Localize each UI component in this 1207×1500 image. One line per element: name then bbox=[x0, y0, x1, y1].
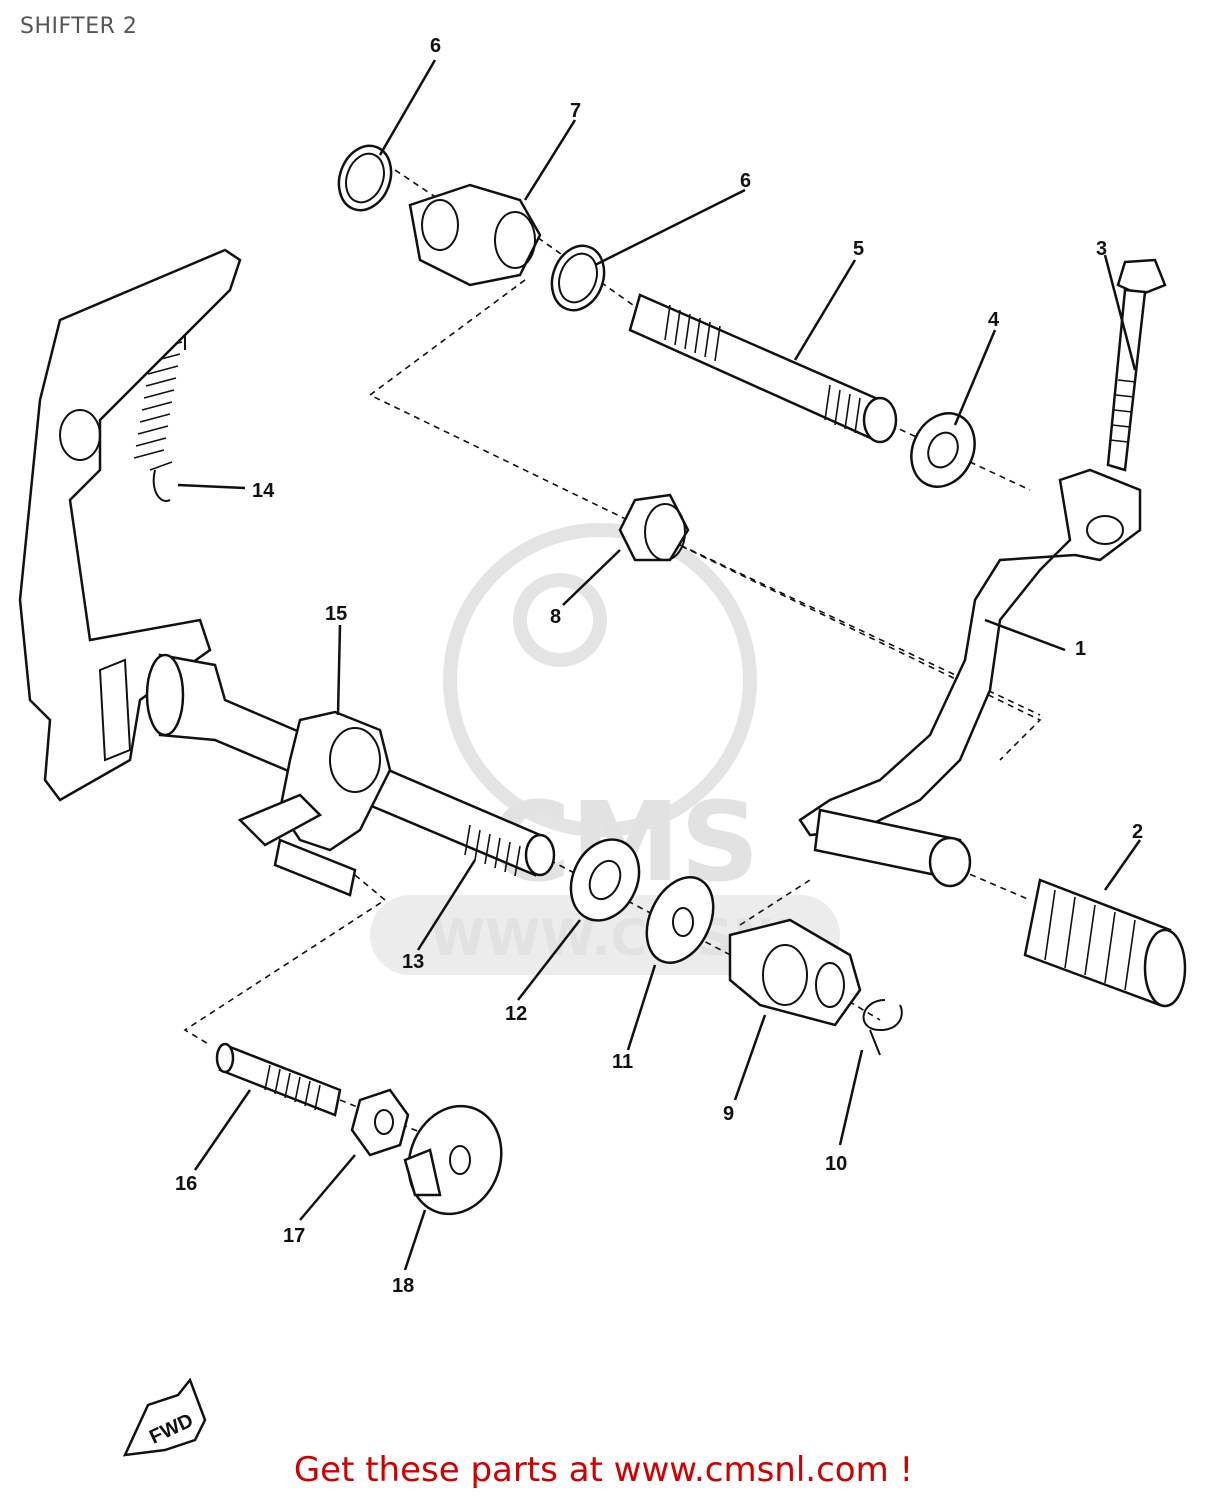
callout-7: 7 bbox=[570, 100, 581, 122]
callouts: 1 2 3 4 5 6 6 7 8 9 10 11 12 13 14 15 16… bbox=[175, 35, 1143, 1297]
assembly-lines bbox=[183, 169, 1042, 1141]
oil-seal-lower bbox=[569, 838, 641, 922]
footer-link-text[interactable]: Get these parts at www.cmsnl.com ! bbox=[293, 1450, 914, 1490]
callout-13: 13 bbox=[402, 951, 424, 973]
link-rod-end bbox=[728, 918, 862, 1027]
circlip-lower bbox=[550, 244, 606, 312]
lock-washer bbox=[403, 1104, 503, 1216]
callout-1: 1 bbox=[1075, 638, 1086, 660]
watermark-mascot-head bbox=[443, 523, 757, 837]
adjusting-bolt bbox=[215, 1042, 342, 1117]
callout-9: 9 bbox=[723, 1103, 734, 1125]
callout-2: 2 bbox=[1132, 821, 1143, 843]
watermark-mascot-eye bbox=[513, 573, 607, 667]
watermark-url-band bbox=[370, 895, 840, 975]
callout-17: 17 bbox=[283, 1225, 305, 1247]
pedal-rubber bbox=[1023, 878, 1187, 1008]
callout-12: 12 bbox=[505, 1003, 527, 1025]
shift-pedal bbox=[798, 468, 1142, 888]
callout-6-lower: 6 bbox=[740, 170, 751, 192]
nut bbox=[350, 1088, 410, 1157]
circlip-clip bbox=[862, 999, 903, 1056]
circlip-upper bbox=[337, 144, 393, 212]
callout-11: 11 bbox=[612, 1051, 633, 1073]
bushing bbox=[618, 493, 690, 562]
arm-collar bbox=[237, 710, 392, 897]
oil-seal-upper bbox=[910, 412, 976, 488]
callout-4: 4 bbox=[988, 309, 1000, 331]
callout-5: 5 bbox=[853, 238, 864, 260]
page-title: SHIFTER 2 bbox=[20, 14, 138, 39]
collar-bearing bbox=[408, 183, 542, 287]
leader-lines bbox=[177, 59, 1142, 1271]
plain-washer bbox=[645, 876, 715, 964]
callout-10: 10 bbox=[825, 1153, 847, 1175]
pivot-shaft bbox=[628, 293, 898, 444]
callout-3: 3 bbox=[1096, 238, 1107, 260]
callout-8: 8 bbox=[550, 606, 561, 628]
fwd-arrow-icon: FWD bbox=[122, 1377, 207, 1457]
callout-18: 18 bbox=[392, 1275, 414, 1297]
pinch-bolt bbox=[1106, 258, 1167, 472]
callout-16: 16 bbox=[175, 1173, 197, 1195]
callout-14: 14 bbox=[252, 480, 275, 502]
callout-6-upper: 6 bbox=[430, 35, 441, 57]
callout-15: 15 bbox=[325, 603, 347, 625]
